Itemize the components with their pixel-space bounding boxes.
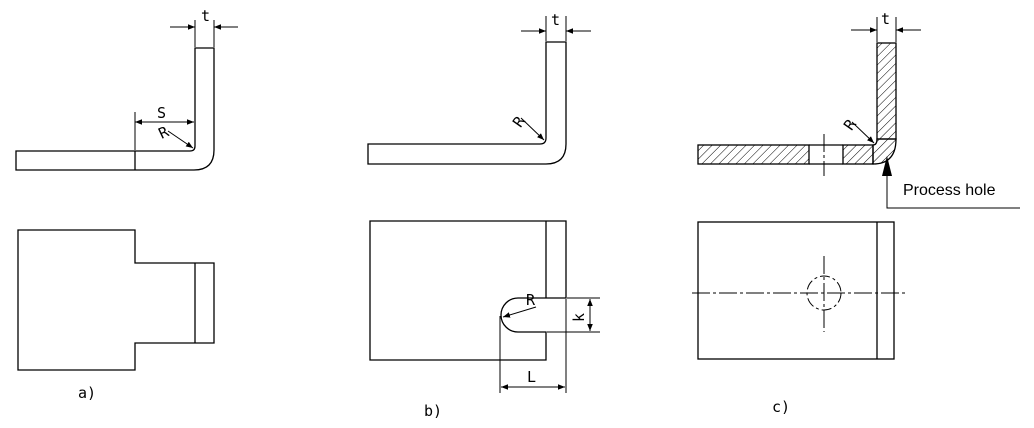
figure-b-radius-label-relief: R — [526, 291, 536, 309]
figure-a-radius-leader: R — [156, 122, 194, 149]
figure-c-callout-label: Process hole — [903, 182, 996, 199]
figure-c: t R Process hole c) — [692, 10, 1020, 416]
figure-a-distance-label: S — [157, 104, 166, 122]
figure-c-caption: c) — [772, 398, 790, 416]
figure-b-flat-pattern — [369, 220, 567, 361]
figure-c-flat-pattern — [692, 221, 905, 360]
figure-c-radius-label: R — [840, 115, 860, 134]
figure-a-flat-pattern — [17, 229, 215, 371]
callout-arrow-icon — [882, 156, 892, 176]
figure-b-length-label: L — [527, 368, 536, 386]
figure-b: t R R k L b) — [367, 11, 600, 420]
figure-c-thickness-label: t — [881, 10, 890, 28]
figure-b-caption: b) — [424, 402, 442, 420]
figure-c-process-hole-callout: Process hole — [882, 156, 1020, 209]
figure-c-radius-leader: R — [840, 115, 875, 144]
figure-c-side-view — [697, 42, 897, 176]
figure-b-radius-leader: R — [509, 112, 545, 141]
figure-a: t S R a) — [15, 7, 238, 402]
figure-a-side-view — [15, 47, 215, 171]
figure-b-relief-radius-leader: R — [502, 291, 537, 318]
figure-a-thickness-dimension: t — [170, 7, 238, 47]
figure-b-length-dimension: L — [499, 299, 567, 393]
figure-b-depth-dimension: k — [547, 297, 600, 333]
figure-b-radius-label-top: R — [509, 112, 529, 131]
figure-a-distance-dimension: S — [134, 104, 194, 150]
figure-b-thickness-dimension: t — [521, 11, 591, 41]
figure-b-thickness-label: t — [551, 11, 560, 29]
figure-a-thickness-label: t — [201, 7, 210, 25]
figure-b-side-view — [367, 41, 567, 165]
figure-a-caption: a) — [78, 384, 96, 402]
figure-b-depth-label: k — [570, 313, 588, 322]
figure-c-thickness-dimension: t — [851, 10, 921, 42]
